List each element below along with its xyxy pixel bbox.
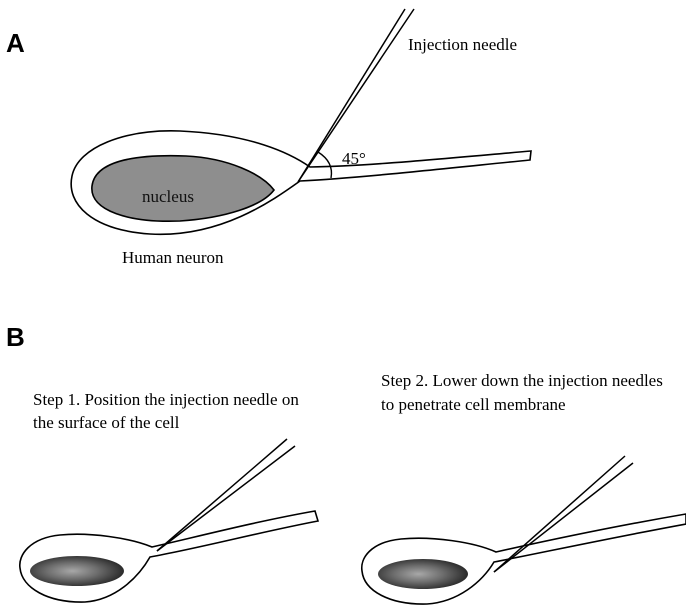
step2-cell-outline [362, 514, 686, 604]
nucleus-label: nucleus [142, 187, 194, 206]
step1-cell-outline [20, 511, 318, 602]
step1-caption-line1: Step 1. Position the injection needle on [33, 390, 299, 409]
step1-caption-line2: the surface of the cell [33, 413, 180, 432]
panel-a: A nucleus Injection needle 45° Human neu… [6, 9, 531, 267]
step1-nucleus [30, 556, 124, 586]
injection-needle-label: Injection needle [408, 35, 517, 54]
panel-a-label: A [6, 28, 25, 58]
step1-neuron [20, 439, 318, 602]
step2-needle-right-edge [494, 463, 633, 572]
step2-caption-line1: Step 2. Lower down the injection needles [381, 371, 663, 390]
step2-nucleus [378, 559, 468, 589]
panel-b: B Step 1. Position the injection needle … [6, 322, 686, 604]
step2-neuron [362, 456, 686, 604]
human-neuron-label: Human neuron [122, 248, 224, 267]
step2-needle-left-edge [494, 456, 625, 572]
step2-caption-line2: to penetrate cell membrane [381, 395, 566, 414]
panel-b-label: B [6, 322, 25, 352]
angle-label: 45° [342, 149, 366, 168]
